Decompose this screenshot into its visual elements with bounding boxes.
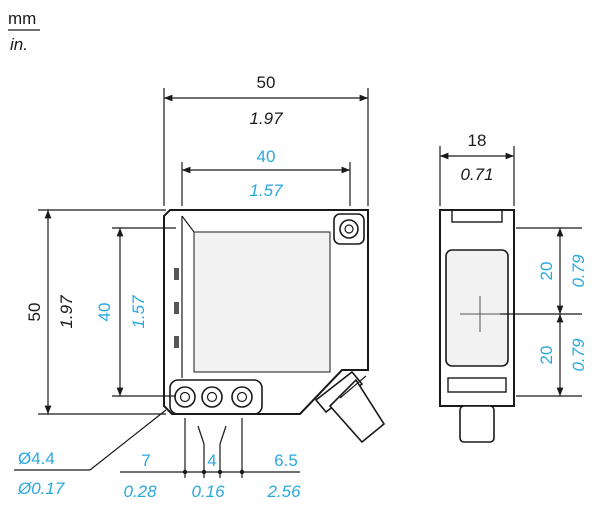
dim-side-width-mm: 18 <box>468 131 487 150</box>
front-housing <box>163 209 369 415</box>
dim-hole-offset-c-mm: 6.5 <box>274 451 298 470</box>
side-lens-window <box>445 249 509 367</box>
dim-inner-height-mm: 40 <box>95 303 114 322</box>
dim-side-upper-in: 0.79 <box>569 254 588 288</box>
dim-hole-diameter-in: Ø0.17 <box>17 479 65 498</box>
cable-connector <box>314 370 386 444</box>
dim-hole-offset-c-in: 2.56 <box>266 482 301 501</box>
dim-side-width-in: 0.71 <box>460 165 493 184</box>
units-metric: mm <box>8 9 36 28</box>
dim-overall-width-mm: 50 <box>257 73 276 92</box>
units-imperial: in. <box>10 35 28 54</box>
dim-overall-height-in: 1.97 <box>57 295 76 329</box>
dim-hole-offset-a-in: 0.28 <box>123 482 157 501</box>
dim-side-lower-mm: 20 <box>537 346 556 365</box>
dim-overall-width-in: 1.97 <box>249 109 283 128</box>
dim-side-upper-mm: 20 <box>537 262 556 281</box>
led-indicator <box>174 302 179 314</box>
mounting-holes-bottom <box>169 379 263 415</box>
dim-hole-offset-a-mm: 7 <box>141 451 150 470</box>
mounting-hole-top-right <box>333 213 365 245</box>
dim-hole-offset-b-mm: 4 <box>207 451 216 470</box>
side-view: 18 0.71 20 0.79 20 0.79 <box>439 131 588 443</box>
led-indicator <box>174 336 179 348</box>
dim-overall-height-mm: 50 <box>25 303 44 322</box>
dim-inner-width-mm: 40 <box>257 147 276 166</box>
front-view: 50 1.97 40 1.57 50 1.97 40 1.57 Ø4.4 Ø0.… <box>14 73 386 501</box>
dim-hole-diameter-mm: Ø4.4 <box>18 449 55 468</box>
dim-inner-height-in: 1.57 <box>129 295 148 329</box>
side-cable <box>459 405 495 443</box>
dim-side-lower-in: 0.79 <box>569 338 588 372</box>
dim-hole-offset-b-in: 0.16 <box>191 482 225 501</box>
front-face-panel <box>193 231 331 373</box>
dim-inner-width-in: 1.57 <box>249 181 283 200</box>
led-indicator <box>174 268 179 280</box>
